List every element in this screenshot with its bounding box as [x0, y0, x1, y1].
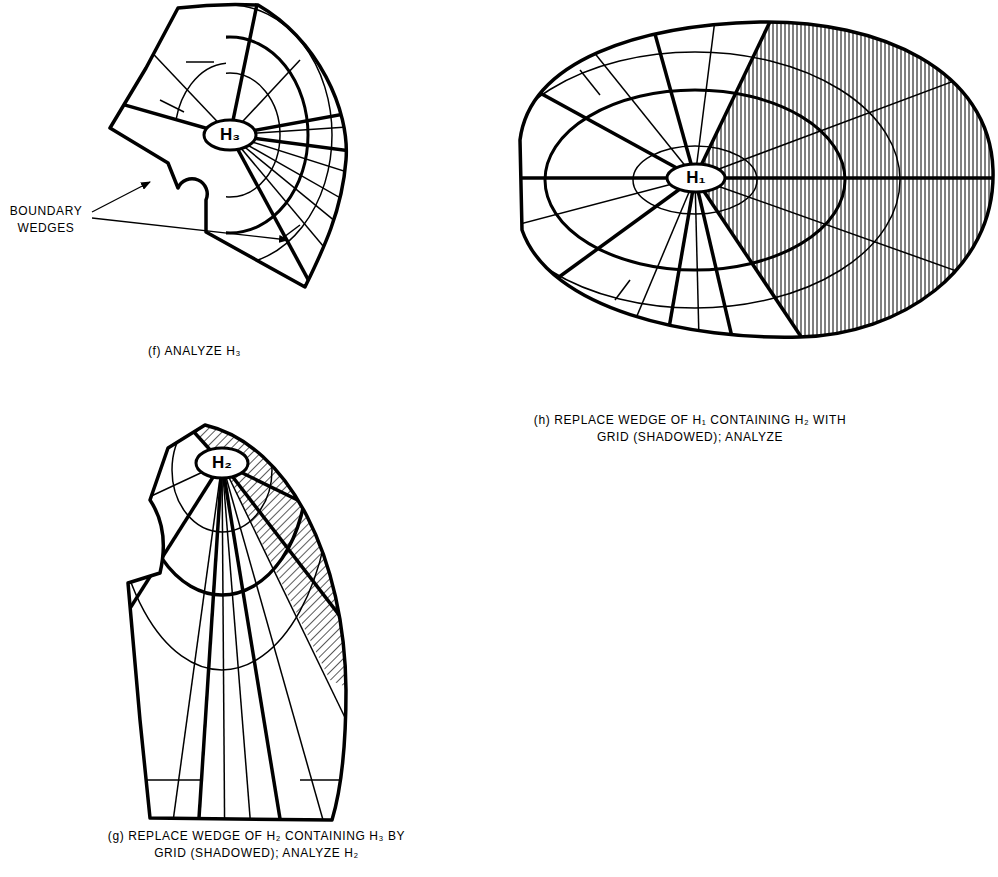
grid-stroke	[660, 178, 695, 380]
grid-stroke	[695, 60, 998, 178]
grid-stroke	[230, 135, 380, 258]
grid-stroke	[695, 178, 700, 380]
callout-label: BOUNDARY WEDGES	[4, 203, 88, 237]
grid-stroke	[140, 779, 200, 781]
grid-stroke	[186, 61, 214, 63]
grid-stroke	[222, 463, 225, 877]
hole-label: H₂	[212, 453, 232, 473]
grid-stroke	[695, 178, 742, 380]
grid-stroke	[92, 218, 288, 240]
grid-stroke	[128, 425, 346, 820]
grid-stroke	[695, 176, 998, 180]
grid-stroke	[615, 280, 630, 300]
grid-stroke	[195, 463, 222, 877]
grid-stroke	[545, 90, 845, 270]
grid-stroke	[230, 135, 330, 320]
grid-stroke	[490, 52, 900, 308]
hole-ellipse: H₃	[202, 118, 258, 152]
grid-stroke	[520, 22, 993, 337]
figure-caption: (h) REPLACE WEDGE OF H₁ CONTAINING H₂ WI…	[520, 412, 860, 446]
grid-stroke	[230, 122, 420, 135]
grid-stroke	[150, 400, 420, 720]
grid-stroke	[112, 270, 332, 670]
grid-stroke	[222, 463, 290, 877]
grid-stroke	[230, 135, 360, 290]
grid-stroke	[610, 178, 695, 380]
grid-stroke	[175, 63, 226, 118]
grid-stroke	[222, 463, 255, 877]
grid-stroke	[165, 463, 222, 877]
grid-stroke	[222, 463, 420, 720]
grid-stroke	[230, 0, 262, 135]
grid-stroke	[480, 0, 998, 380]
grid-stroke	[580, 70, 600, 95]
hole-label: H₃	[220, 125, 240, 145]
ellipse-shape	[667, 164, 725, 192]
grid-stroke	[300, 779, 345, 781]
grid-stroke	[222, 463, 340, 877]
grid-stroke	[560, 10, 695, 178]
grid-stroke	[110, 4, 346, 287]
grid-stroke	[230, 135, 420, 160]
grid-stroke	[90, 0, 420, 320]
hole-label: H₁	[686, 168, 705, 188]
grid-stroke	[100, 270, 420, 877]
grid-stroke	[92, 182, 150, 212]
ellipse-shape	[204, 120, 256, 150]
grid-stroke	[150, 400, 420, 720]
figure-caption: (f) ANALYZE H₃	[148, 343, 348, 360]
grid-stroke	[480, 60, 695, 178]
grid-stroke	[175, 63, 226, 118]
grid-stroke	[695, 178, 830, 380]
hole-ellipse: H₁	[665, 162, 727, 194]
grid-stroke	[280, 225, 300, 240]
grid-stroke	[480, 176, 695, 180]
figure-caption: (g) REPLACE WEDGE OF H₂ CONTAINING H₃ BY…	[104, 828, 409, 862]
ellipse-shape	[196, 448, 248, 478]
hole-ellipse: H₂	[194, 446, 250, 480]
grid-stroke	[160, 100, 184, 112]
